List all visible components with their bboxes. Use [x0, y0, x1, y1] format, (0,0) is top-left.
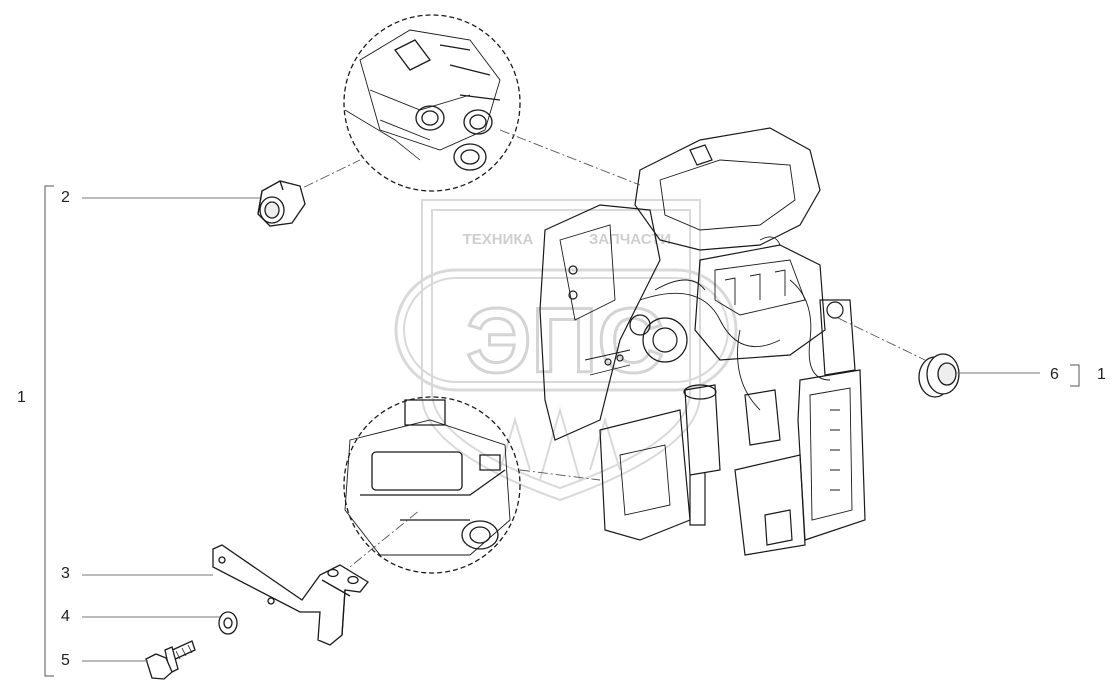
callout-grommet: 6 [1050, 366, 1059, 383]
detail-view-fittings [343, 14, 521, 192]
watermark-text-left: ТЕХНИКА [463, 231, 534, 248]
part-washer [218, 611, 238, 635]
group-bracket-left [44, 185, 54, 677]
part-nut [257, 180, 306, 227]
main-assembly [539, 127, 866, 556]
callout-bracket: 3 [61, 565, 70, 582]
part-bolt [145, 640, 196, 680]
part-bracket [212, 544, 369, 646]
detail-view-bracket-mount [343, 396, 521, 574]
group-bracket-right [1070, 364, 1080, 387]
watermark-text-right: ЗАПЧАСТИ [589, 231, 671, 248]
callout-bolt: 5 [61, 652, 70, 669]
callout-leaders [82, 197, 1040, 662]
callout-washer: 4 [61, 608, 70, 625]
callout-group-right: 1 [1097, 366, 1106, 383]
part-grommet [918, 353, 960, 398]
callout-group-left: 1 [17, 389, 26, 406]
watermark-logo-text: ЭПС [466, 290, 664, 392]
callout-nut: 2 [61, 189, 70, 206]
